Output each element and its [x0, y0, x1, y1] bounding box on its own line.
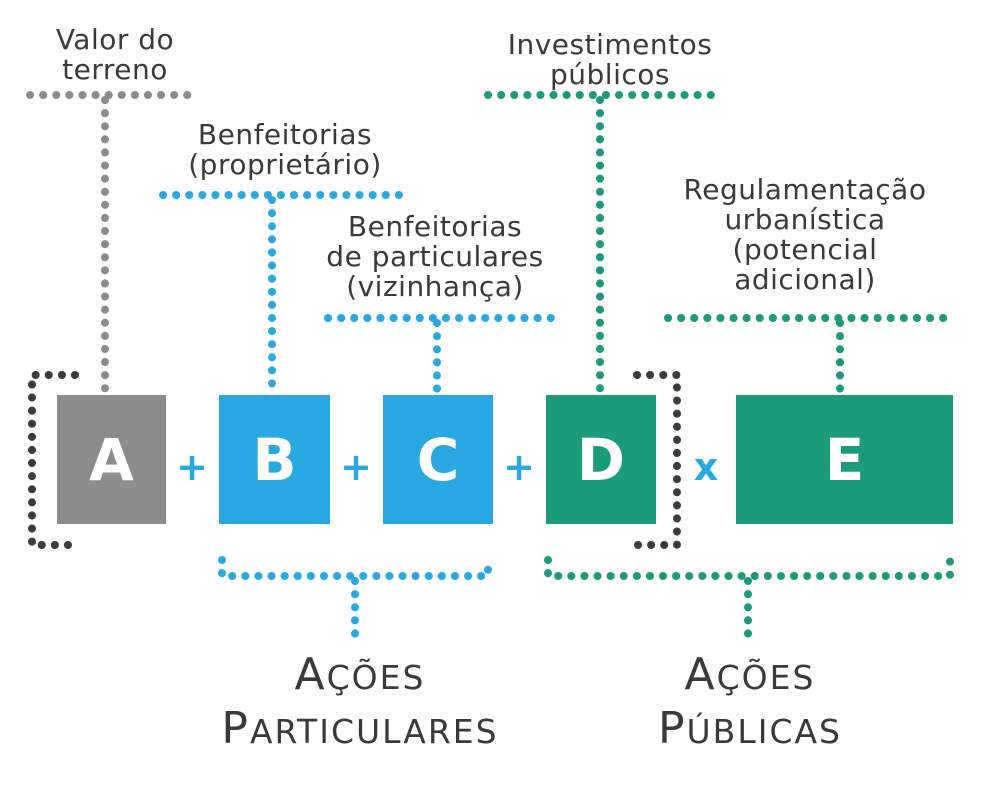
group-publicas-line-2: PÚBLICAS [580, 702, 920, 756]
label-b-line-1: Benfeitorias [197, 118, 373, 151]
connector-e [664, 314, 954, 399]
connector-b [159, 191, 404, 399]
label-e-line-4: adicional) [734, 263, 876, 296]
bracket-publicas [544, 556, 954, 644]
group-particulares-line-1-text: AÇÕES [294, 649, 426, 700]
label-d-line-1: Investimentos [507, 28, 713, 61]
group-particulares-line-2: PARTICULARES [160, 702, 560, 756]
label-valor-terreno: Valor do terreno [35, 25, 195, 85]
plus-operator-2: + [340, 445, 372, 489]
box-e: E [736, 395, 953, 524]
box-c: C [383, 395, 493, 524]
group-publicas-line-1: AÇÕES [580, 648, 920, 702]
label-e-line-2: urbanística [724, 203, 886, 236]
group-publicas-line-2-text: PÚBLICAS [657, 703, 843, 754]
connector-c [324, 314, 567, 399]
group-publicas-line-1-text: AÇÕES [684, 649, 816, 700]
box-b: B [219, 395, 330, 524]
connector-d [484, 91, 724, 399]
group-particulares-line-2-text: PARTICULARES [221, 703, 499, 754]
label-investimentos-publicos: Investimentos públicos [480, 30, 740, 90]
label-d-line-2: públicos [550, 58, 670, 91]
group-acoes-particulares: AÇÕES PARTICULARES [160, 648, 560, 756]
bracket-left [28, 371, 79, 549]
label-benfeitorias-particulares: Benfeitorias de particulares (vizinhança… [300, 212, 570, 302]
label-regulamentacao-urbanistica: Regulamentação urbanística (potencial ad… [655, 175, 955, 295]
group-acoes-publicas: AÇÕES PÚBLICAS [580, 648, 920, 756]
label-b-line-2: (proprietário) [188, 148, 382, 181]
label-c-line-2: de particulares [326, 240, 544, 273]
connector-a [26, 91, 199, 399]
label-c-line-1: Benfeitorias [347, 210, 523, 243]
label-a-line-1: Valor do [55, 23, 175, 56]
times-operator: x [693, 445, 719, 489]
label-benfeitorias-proprietario: Benfeitorias (proprietário) [160, 120, 410, 180]
plus-operator-3: + [503, 445, 535, 489]
label-c-line-3: (vizinhança) [346, 270, 524, 303]
label-e-line-1: Regulamentação [683, 173, 927, 206]
bracket-particulares [218, 556, 492, 644]
group-particulares-line-1: AÇÕES [160, 648, 560, 702]
box-d: D [546, 395, 656, 524]
plus-operator-1: + [176, 445, 208, 489]
label-a-line-2: terreno [62, 53, 168, 86]
label-e-line-3: (potencial [732, 233, 878, 266]
box-a: A [57, 395, 166, 524]
